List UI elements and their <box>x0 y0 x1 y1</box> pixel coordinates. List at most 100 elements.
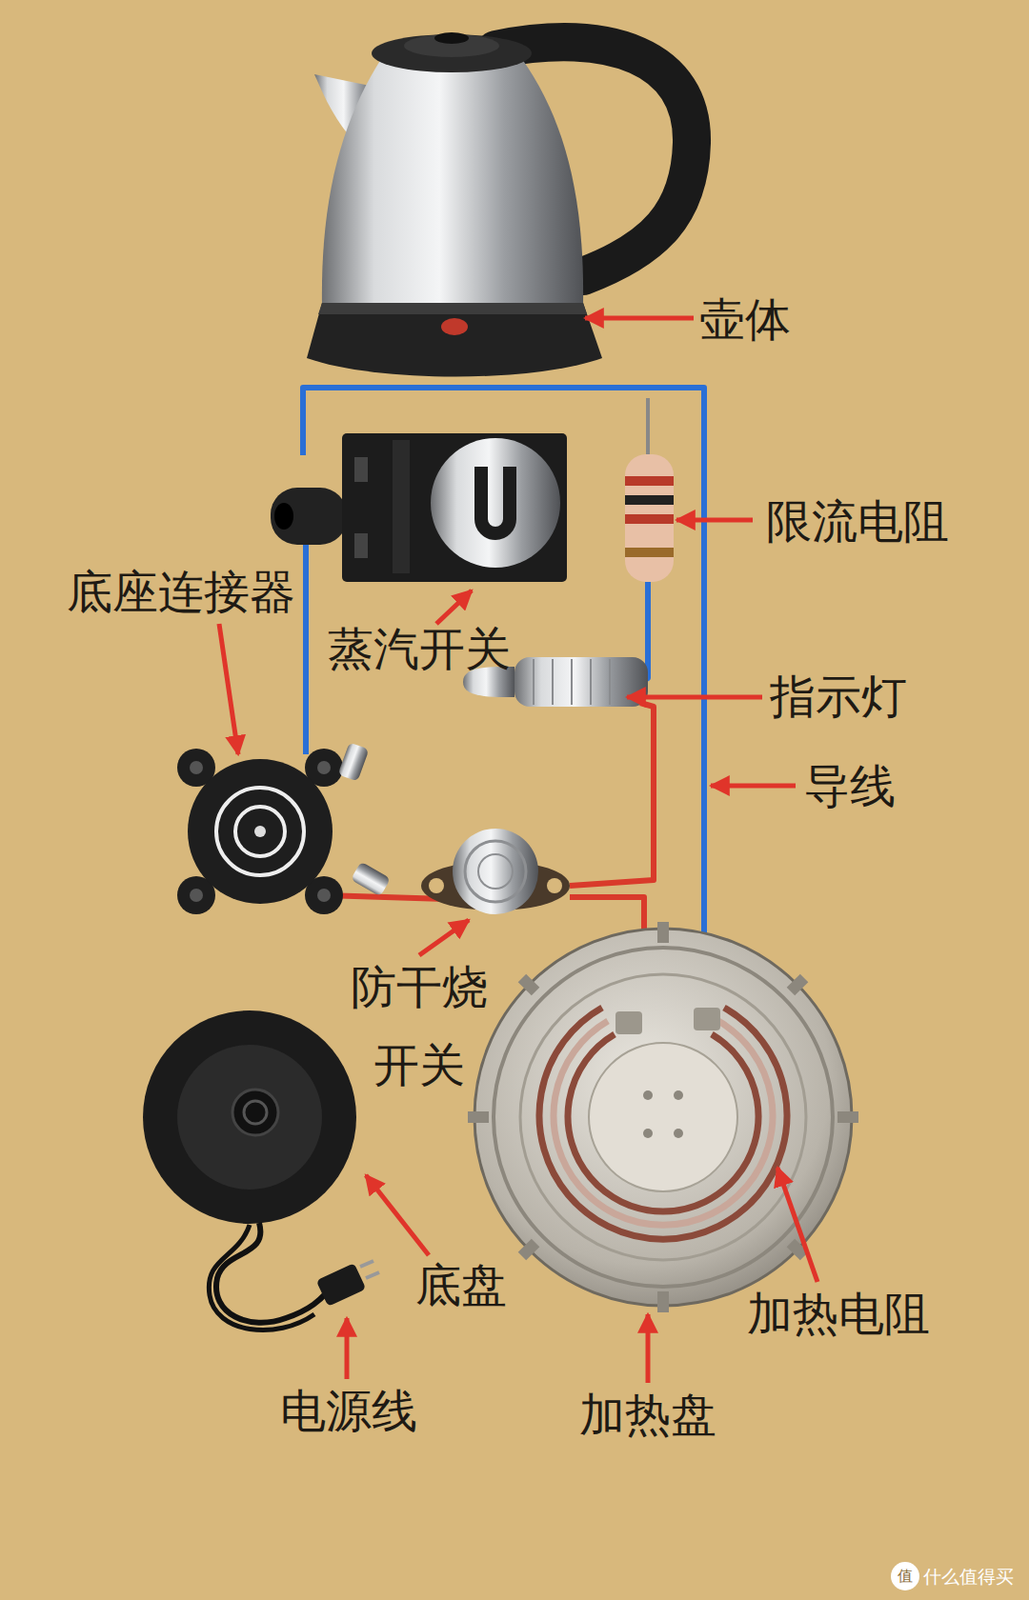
illustration-part <box>318 302 587 315</box>
illustration-part <box>232 1089 279 1136</box>
illustration-part <box>441 318 468 336</box>
illustration-part <box>235 807 285 857</box>
part-label: 指示灯 <box>769 669 908 726</box>
illustration-part <box>208 1225 315 1332</box>
illustration-part <box>142 1010 357 1225</box>
illustration-part <box>589 659 592 706</box>
steam-switch <box>270 433 567 583</box>
illustration-part <box>625 495 674 505</box>
illustration-part <box>570 659 573 706</box>
illustration-part <box>474 928 852 1307</box>
part-label: 蒸汽开关 <box>327 622 511 678</box>
illustration-part <box>360 1261 380 1279</box>
heating-plate <box>467 922 859 1313</box>
illustration-part <box>539 1008 787 1240</box>
illustration-part <box>302 544 309 755</box>
leader-arrows <box>219 318 818 1384</box>
illustration-part <box>585 316 694 322</box>
illustration-part <box>365 1272 380 1279</box>
illustration-part <box>478 854 513 889</box>
illustration-part <box>569 703 654 887</box>
illustration-part <box>643 1090 684 1139</box>
illustration-part <box>243 1101 267 1125</box>
watermark-logo <box>890 1562 920 1592</box>
illustration-part <box>673 1129 684 1139</box>
part-label: 防干烧 开关 <box>337 948 503 1105</box>
illustration-part <box>344 1318 350 1380</box>
illustration-part <box>436 590 472 625</box>
illustration-part <box>428 878 444 894</box>
illustration-part <box>354 533 368 559</box>
illustration-part <box>189 761 203 775</box>
illustration-part <box>316 1263 367 1308</box>
illustration-part <box>452 828 539 915</box>
part-label: 加热电阻 <box>746 1287 930 1343</box>
illustration-part <box>187 759 333 905</box>
illustration-part <box>645 398 650 456</box>
illustration-part <box>532 659 535 706</box>
illustration-part <box>317 761 331 775</box>
illustration-part <box>338 742 370 782</box>
illustration-part <box>219 624 239 755</box>
illustration-part <box>518 1239 541 1262</box>
illustration-part <box>464 841 526 903</box>
illustration-part <box>539 1008 787 1240</box>
part-label: 底座连接器 <box>66 564 296 621</box>
illustration-part <box>567 1034 759 1212</box>
illustration-part <box>354 457 368 483</box>
illustration-part <box>189 888 203 903</box>
illustration-part <box>306 302 603 378</box>
illustration-part <box>274 503 294 530</box>
illustration-part <box>317 888 331 903</box>
part-label: 电源线 <box>280 1384 418 1440</box>
illustration-part <box>254 826 266 838</box>
illustration-part <box>657 922 669 944</box>
illustration-part <box>216 1223 330 1324</box>
illustration-part <box>481 466 510 534</box>
illustration-part <box>434 32 469 44</box>
part-label: 导线 <box>804 759 896 815</box>
illustration-part <box>419 920 469 956</box>
illustration-part <box>625 514 674 525</box>
illustration-part <box>643 1090 653 1101</box>
illustration-part <box>837 1111 859 1124</box>
illustration-part <box>467 922 859 1313</box>
illustration-part <box>625 454 674 583</box>
illustration-part <box>673 1090 684 1101</box>
illustration-part <box>392 440 410 574</box>
illustration-part <box>216 787 304 876</box>
illustration-part <box>588 1043 738 1192</box>
illustration-part <box>546 878 563 894</box>
illustration-part <box>360 1261 374 1268</box>
part-label: 加热盘 <box>579 1388 717 1444</box>
illustration-part <box>365 1175 429 1256</box>
illustration-part <box>533 659 610 706</box>
part-label: 限流电阻 <box>766 494 949 550</box>
base-connector <box>177 742 391 915</box>
illustration-part <box>430 438 561 568</box>
illustration-part <box>626 695 763 701</box>
illustration-part <box>608 659 611 706</box>
illustration-part <box>693 1008 721 1031</box>
kettle-body <box>306 32 692 378</box>
watermark: 什么值得买 <box>923 1566 1014 1589</box>
illustration-part <box>493 948 833 1288</box>
illustration-part <box>177 1045 323 1191</box>
illustration-part <box>350 861 391 897</box>
wires <box>302 387 705 1016</box>
part-label: 底盘 <box>415 1258 507 1314</box>
illustration-part <box>777 1168 818 1283</box>
illustration-part <box>786 974 809 997</box>
illustration-part <box>518 974 541 997</box>
illustration-part <box>270 487 347 545</box>
illustration-part <box>625 547 674 558</box>
illustration-part <box>342 433 567 583</box>
illustration-part <box>615 1011 643 1035</box>
illustration-part <box>553 1021 773 1226</box>
resistor-symbol <box>625 398 674 583</box>
illustration-part <box>551 659 554 706</box>
illustration-part <box>643 1129 653 1139</box>
thermostat <box>421 828 570 915</box>
base-plate <box>142 1010 380 1332</box>
